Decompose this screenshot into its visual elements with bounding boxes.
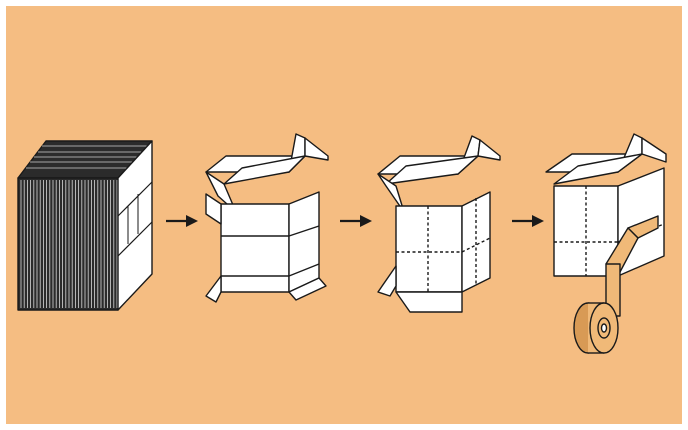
open-carton-icon bbox=[205, 133, 329, 303]
stack-top-lines bbox=[26, 145, 147, 169]
right-arrow-icon bbox=[166, 215, 198, 227]
stack-front-stripes bbox=[20, 180, 118, 308]
tape-roll-icon bbox=[573, 302, 619, 354]
taped-carton-icon bbox=[545, 133, 667, 354]
right-arrow-icon bbox=[340, 215, 372, 227]
carton-erecting-process-diagram bbox=[6, 6, 682, 424]
right-arrow-icon bbox=[512, 215, 544, 227]
hidden-fold-lines bbox=[396, 198, 491, 292]
diagram-panel bbox=[6, 6, 682, 424]
folded-bottom-carton-icon bbox=[377, 135, 501, 313]
flat-carton-stack-icon bbox=[17, 140, 153, 311]
